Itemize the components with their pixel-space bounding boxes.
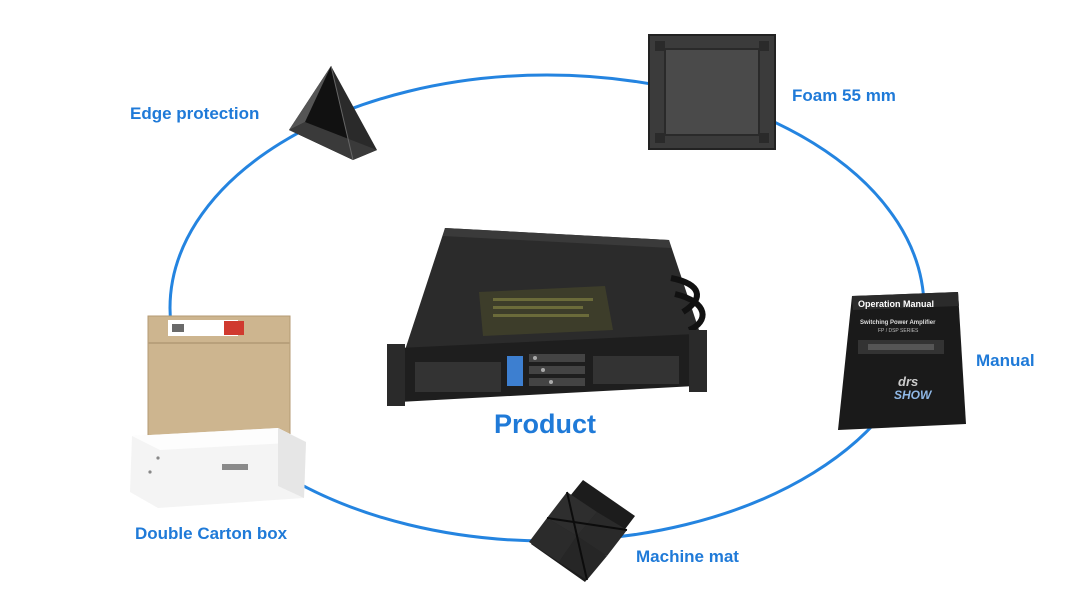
edge-protector-icon bbox=[289, 65, 377, 161]
edge-protection-label: Edge protection bbox=[130, 104, 260, 123]
manual-series: FP / DSP SERIES bbox=[878, 328, 919, 334]
manual-subtitle: Switching Power Amplifier bbox=[860, 320, 936, 326]
rubber-mat-icon bbox=[529, 480, 635, 582]
manual-booklet-icon: Operation Manual Switching Power Amplifi… bbox=[838, 292, 968, 430]
foam-label: Foam 55 mm bbox=[792, 86, 896, 105]
carton-box-icon bbox=[130, 315, 306, 508]
foam-insert-icon bbox=[648, 34, 776, 150]
machine-mat-label: Machine mat bbox=[636, 547, 739, 566]
product-label: Product bbox=[494, 409, 597, 439]
manual-label: Manual bbox=[976, 351, 1035, 370]
manual-title: Operation Manual bbox=[858, 299, 935, 309]
double-carton-label: Double Carton box bbox=[135, 524, 288, 543]
manual-brand-bottom: SHOW bbox=[894, 388, 932, 402]
manual-brand-top: drs bbox=[898, 374, 919, 389]
amplifier-icon bbox=[387, 228, 707, 406]
